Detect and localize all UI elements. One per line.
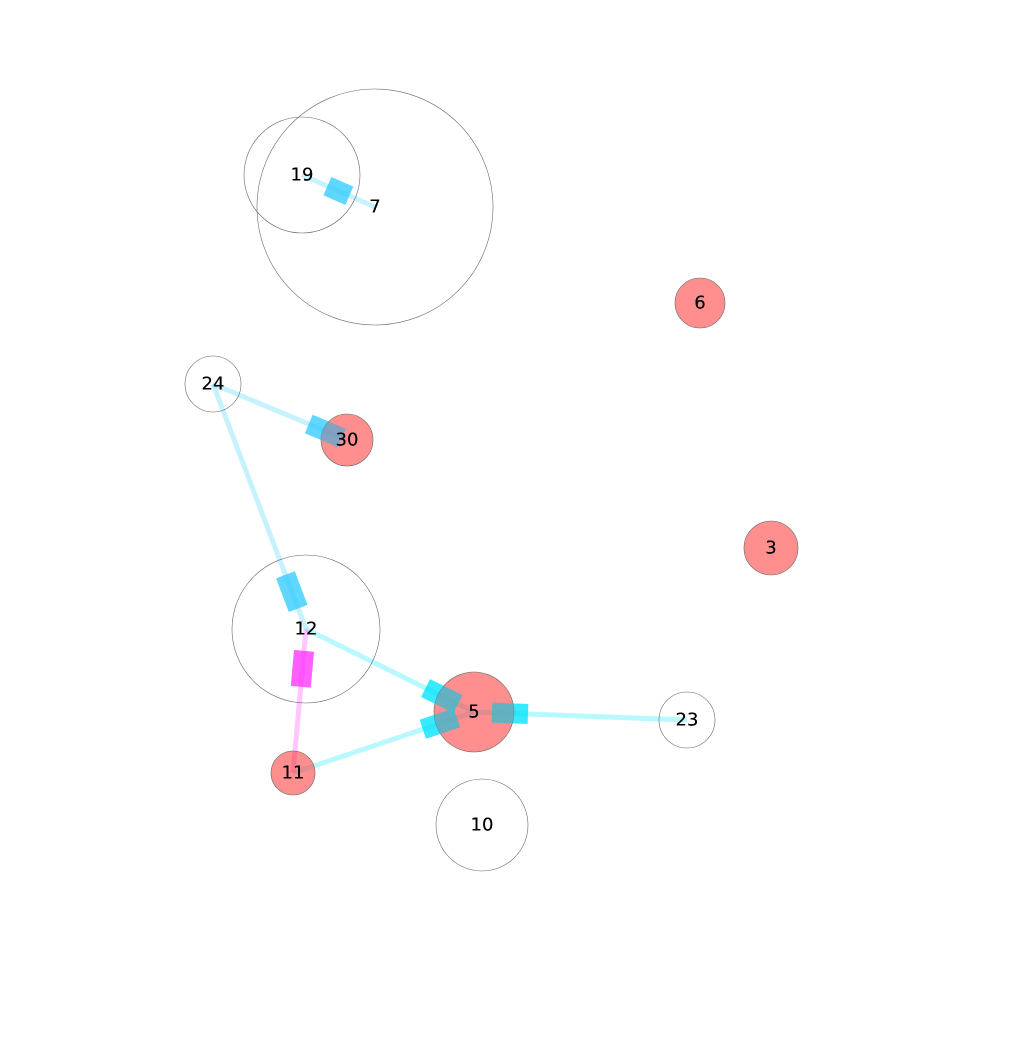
node-12[interactable]: 12	[231, 554, 381, 704]
node-label: 23	[676, 710, 699, 731]
node-label: 12	[295, 619, 318, 640]
node-label: 19	[291, 165, 314, 186]
node-23[interactable]: 23	[658, 691, 716, 749]
node-label: 5	[468, 702, 479, 723]
edge-19-7	[300, 172, 377, 210]
node-6[interactable]: 6	[674, 277, 726, 329]
node-label: 30	[336, 430, 359, 451]
node-circle	[270, 750, 316, 796]
edge-24-12	[210, 383, 309, 630]
edge-arrowhead	[276, 571, 308, 612]
edge-arrowhead	[421, 679, 463, 713]
node-7[interactable]: 7	[256, 88, 494, 326]
node-label: 5	[468, 702, 479, 723]
node-circle	[256, 88, 494, 326]
edge-arrowhead	[290, 650, 314, 688]
node-circle	[231, 554, 381, 704]
node-10[interactable]: 10	[435, 778, 529, 872]
node-circle	[433, 671, 515, 753]
node-label: 11	[282, 763, 305, 784]
node-label: 7	[369, 197, 380, 218]
node-label: 11	[282, 763, 305, 784]
node-label: 3	[765, 538, 776, 559]
node-circle	[243, 116, 361, 234]
edge-arrowhead	[290, 650, 314, 688]
node-3[interactable]: 3	[743, 520, 799, 576]
node-circle	[435, 778, 529, 872]
node-circle	[674, 277, 726, 329]
edge-arrowhead	[491, 702, 529, 725]
edge-arrowhead	[276, 571, 308, 612]
node-label: 7	[369, 197, 380, 218]
node-circle	[320, 413, 374, 467]
edge-arrowhead	[323, 176, 354, 205]
node-30[interactable]: 30	[320, 413, 374, 467]
node-circle	[658, 691, 716, 749]
edge-arrowhead	[323, 176, 354, 205]
node-11[interactable]: 11	[270, 750, 316, 796]
node-label: 30	[336, 430, 359, 451]
edge-arrowhead	[304, 414, 346, 448]
node-label: 10	[471, 815, 494, 836]
node-label: 10	[471, 815, 494, 836]
node-circle	[184, 355, 242, 413]
node-circle	[743, 520, 799, 576]
node-label: 3	[765, 538, 776, 559]
node-label: 6	[694, 293, 705, 314]
node-5[interactable]: 5	[433, 671, 515, 753]
edge-marker-overlay	[276, 176, 529, 739]
node-24[interactable]: 24	[184, 355, 242, 413]
node-label: 24	[202, 374, 225, 395]
nodes-layer: 7 12 19 10 5 24 23 3 30 6 11	[184, 88, 799, 872]
node-19[interactable]: 19	[243, 116, 361, 234]
node-label: 6	[694, 293, 705, 314]
edge-arrowhead	[419, 708, 461, 739]
node-label: 12	[295, 619, 318, 640]
node-label: 24	[202, 374, 225, 395]
edge-11-12	[290, 628, 314, 774]
node-label: 19	[291, 165, 314, 186]
label-layer: 7 12 19 10 5 24 23 3 30 6 11	[202, 165, 777, 836]
node-label: 23	[676, 710, 699, 731]
